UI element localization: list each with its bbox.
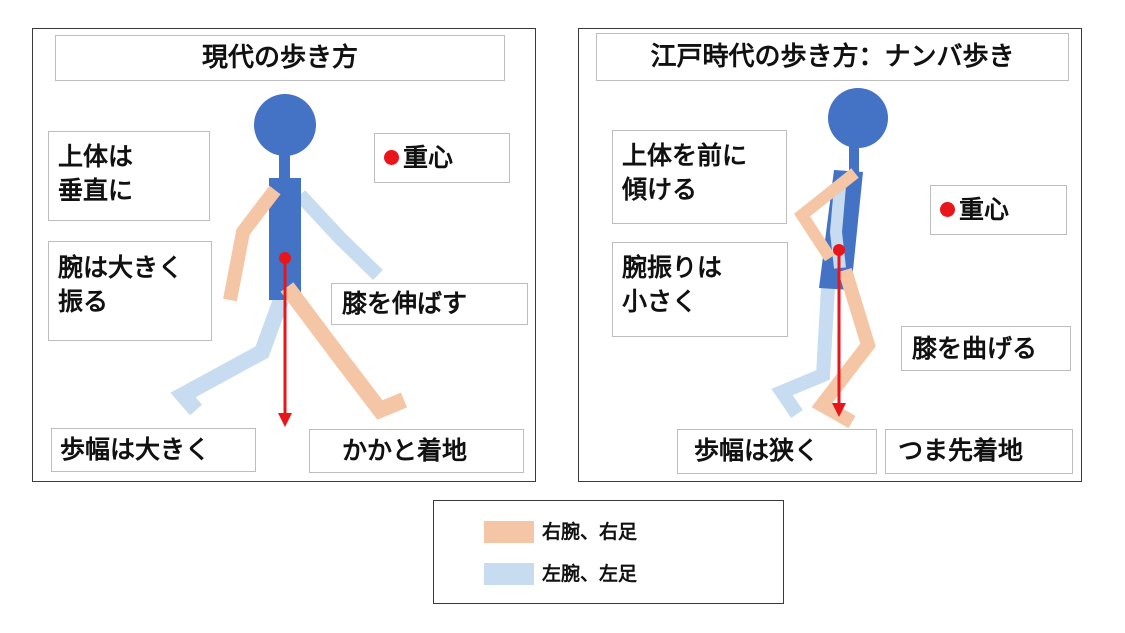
- center-of-gravity-dot-icon: [384, 150, 399, 165]
- edo-arm-line1: 腕振りは: [622, 253, 723, 282]
- edo-head: [828, 88, 888, 148]
- modern-left-leg: [170, 297, 289, 416]
- edo-left-leg: [771, 287, 835, 418]
- edo-upper-body-line1: 上体を前に: [622, 141, 748, 170]
- modern-upper-body-label: 上体は 垂直に: [48, 131, 210, 221]
- modern-walker-figure: [170, 94, 408, 427]
- modern-arm-line2: 振る: [58, 287, 109, 316]
- right-limb-swatch: [484, 521, 534, 543]
- edo-center-text: 重心: [959, 195, 1010, 224]
- modern-stride-label: 歩幅は大きく: [51, 428, 256, 472]
- center-of-gravity-dot-icon: [940, 202, 955, 217]
- modern-right-arm: [223, 185, 281, 302]
- modern-neck: [279, 138, 290, 182]
- legend-left-label: 左腕、左足: [542, 563, 638, 585]
- edo-neck: [849, 138, 859, 174]
- modern-head: [254, 94, 316, 156]
- legend-right-label: 右腕、右足: [542, 521, 638, 543]
- modern-arm-label: 腕は大きく 振る: [48, 241, 212, 341]
- modern-left-arm: [294, 190, 383, 281]
- modern-arm-line1: 腕は大きく: [58, 253, 184, 282]
- edo-arm-label: 腕振りは 小さく: [612, 242, 788, 337]
- left-limb-swatch: [484, 563, 534, 585]
- edo-arm-line2: 小さく: [622, 287, 698, 316]
- edo-landing-label: つま先着地: [885, 429, 1073, 474]
- edo-walking-title: 江戸時代の歩き方：ナンバ歩き: [596, 33, 1069, 81]
- modern-center-label: 重心: [374, 133, 510, 183]
- legend: 右腕、右足 左腕、左足: [433, 500, 784, 604]
- edo-upper-body-label: 上体を前に 傾ける: [612, 130, 787, 224]
- modern-landing-label: かかと着地: [309, 429, 524, 473]
- edo-upper-body-line2: 傾ける: [622, 175, 698, 204]
- modern-upper-body-line1: 上体は: [58, 142, 134, 171]
- edo-walker-figure: [771, 88, 888, 429]
- modern-center-text: 重心: [403, 143, 454, 172]
- edo-center-label: 重心: [930, 185, 1067, 235]
- modern-walking-title: 現代の歩き方: [55, 35, 505, 81]
- edo-stride-label: 歩幅は狭く: [677, 429, 877, 474]
- modern-right-leg: [280, 282, 408, 420]
- modern-upper-body-line2: 垂直に: [58, 176, 134, 205]
- edo-right-arm: [793, 168, 859, 262]
- edo-knee-label: 膝を曲げる: [901, 326, 1071, 371]
- modern-knee-label: 膝を伸ばす: [331, 283, 528, 325]
